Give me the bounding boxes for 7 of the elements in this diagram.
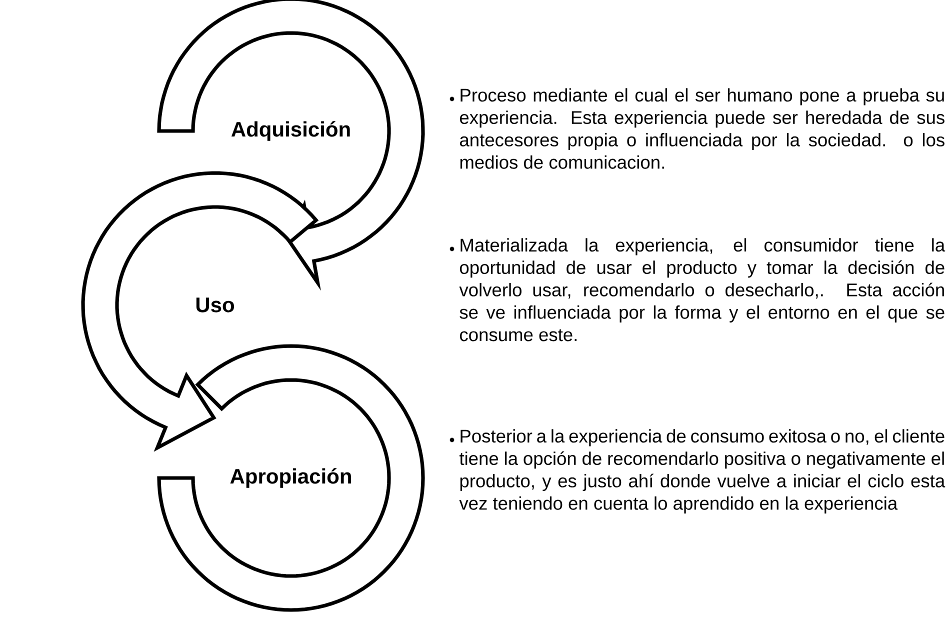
stage-label: Adquisición	[231, 121, 350, 141]
stage-label: Apropiación	[230, 468, 351, 488]
curved-block-arrow	[157, 0, 425, 291]
description-text: Posterior a la experiencia de consumo exitosa o no, el cliente tiene la opción de recomendarlo positiva o negativamente el producto, y es justo ahí donde vuelve a iniciar el ciclo esta vez teniendo en cuenta lo aprendido en la experiencia	[459, 429, 946, 514]
stage-label: Uso	[196, 298, 234, 312]
description-text: Materializada la experiencia, el consumidor tiene la oportunidad de usar el producto y tomar la decisión de volverlo usar, recomendarlo o desecharlo,. Esta acción se ve influenciada por la forma y el entorno en el que se consume este.	[459, 238, 946, 342]
description-text: Proceso mediante el cual el ser humano pone a prueba su experiencia. Esta experiencia puede ser heredada de sus antecesores propia o influenciada por la sociedad. o los medios de comunicacion.	[460, 88, 944, 169]
